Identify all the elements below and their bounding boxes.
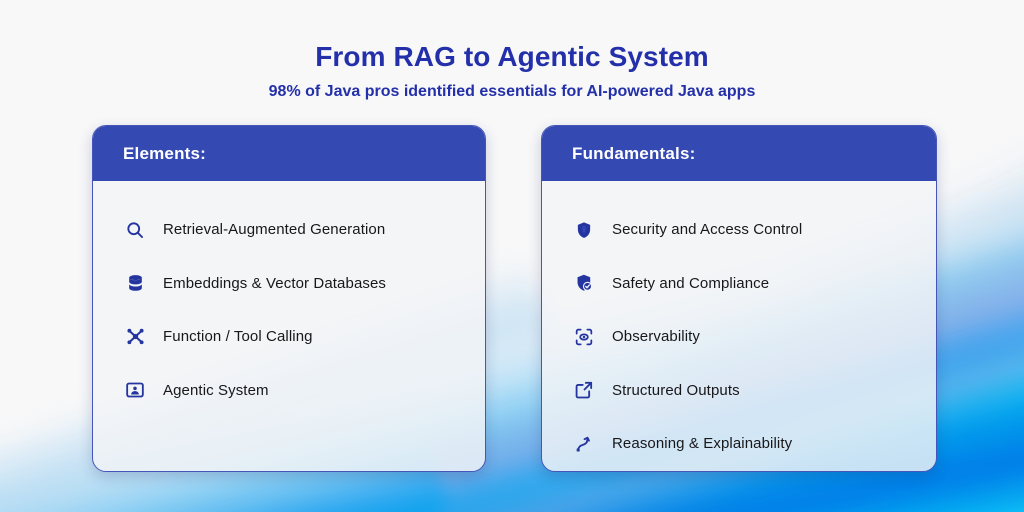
list-item-label: Observability (612, 328, 700, 346)
external-link-icon (572, 378, 596, 402)
list-item[interactable]: Safety and Compliance (542, 257, 936, 311)
list-item-label: Function / Tool Calling (163, 328, 313, 346)
card-fundamentals-header: Fundamentals: (542, 126, 936, 181)
search-icon (123, 218, 147, 242)
list-item-label: Safety and Compliance (612, 274, 770, 292)
list-item-label: Embeddings & Vector Databases (163, 274, 387, 292)
list-item[interactable]: Embeddings & Vector Databases (93, 257, 485, 311)
shield-lock-icon (572, 218, 596, 242)
card-elements-title: Elements: (123, 143, 207, 163)
scan-eye-icon (572, 325, 596, 349)
card-fundamentals-title: Fundamentals: (572, 143, 696, 163)
card-elements-header: Elements: (93, 126, 485, 181)
list-item[interactable]: Security and Access Control (542, 203, 936, 257)
page-subtitle: 98% of Java pros identified essentials f… (268, 82, 756, 100)
list-item-label: Structured Outputs (612, 381, 740, 399)
list-item[interactable]: Structured Outputs (542, 364, 936, 418)
branch-arrow-icon (572, 432, 596, 456)
list-item[interactable]: Agentic System (93, 364, 485, 418)
card-fundamentals: Fundamentals: Security and Access Contro… (541, 125, 937, 472)
list-item-label: Reasoning & Explainability (612, 435, 793, 453)
card-elements-list: Retrieval-Augmented Generation Embedding… (93, 181, 485, 417)
list-item-label: Security and Access Control (612, 221, 803, 239)
list-item[interactable]: Function / Tool Calling (93, 310, 485, 364)
list-item[interactable]: Retrieval-Augmented Generation (93, 203, 485, 257)
list-item-label: Agentic System (163, 381, 269, 399)
title-block: From RAG to Agentic System 98% of Java p… (0, 41, 1024, 100)
list-item[interactable]: Observability (542, 310, 936, 364)
agent-icon (123, 378, 147, 402)
list-item[interactable]: Reasoning & Explainability (542, 417, 936, 471)
shield-check-icon (572, 271, 596, 295)
card-elements: Elements: Retrieval-Augmented Generation (92, 125, 486, 472)
card-fundamentals-list: Security and Access Control Safety and C… (542, 181, 936, 471)
page-title: From RAG to Agentic System (315, 41, 709, 72)
list-item-label: Retrieval-Augmented Generation (163, 221, 386, 239)
node-hub-icon (123, 325, 147, 349)
database-icon (123, 271, 147, 295)
